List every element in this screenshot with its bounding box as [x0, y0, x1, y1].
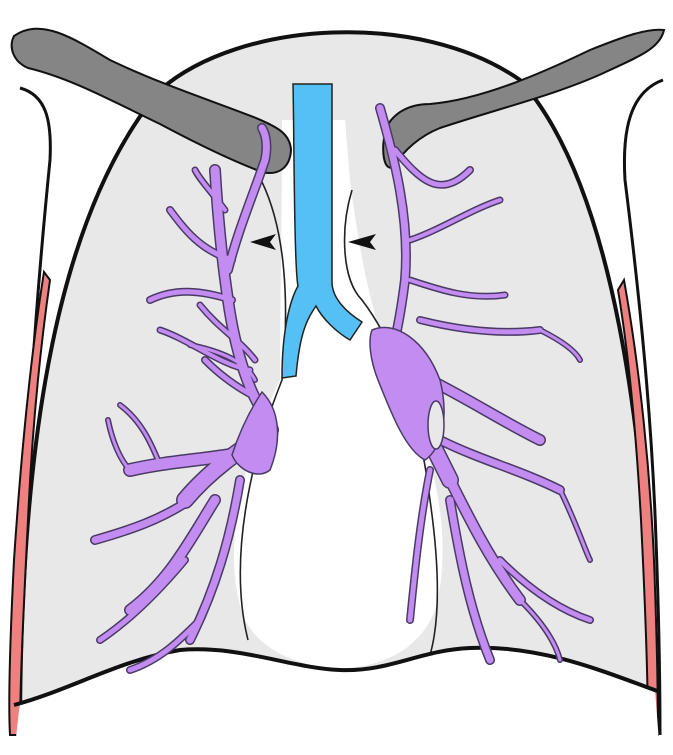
left-hilum-gap: [428, 401, 444, 449]
